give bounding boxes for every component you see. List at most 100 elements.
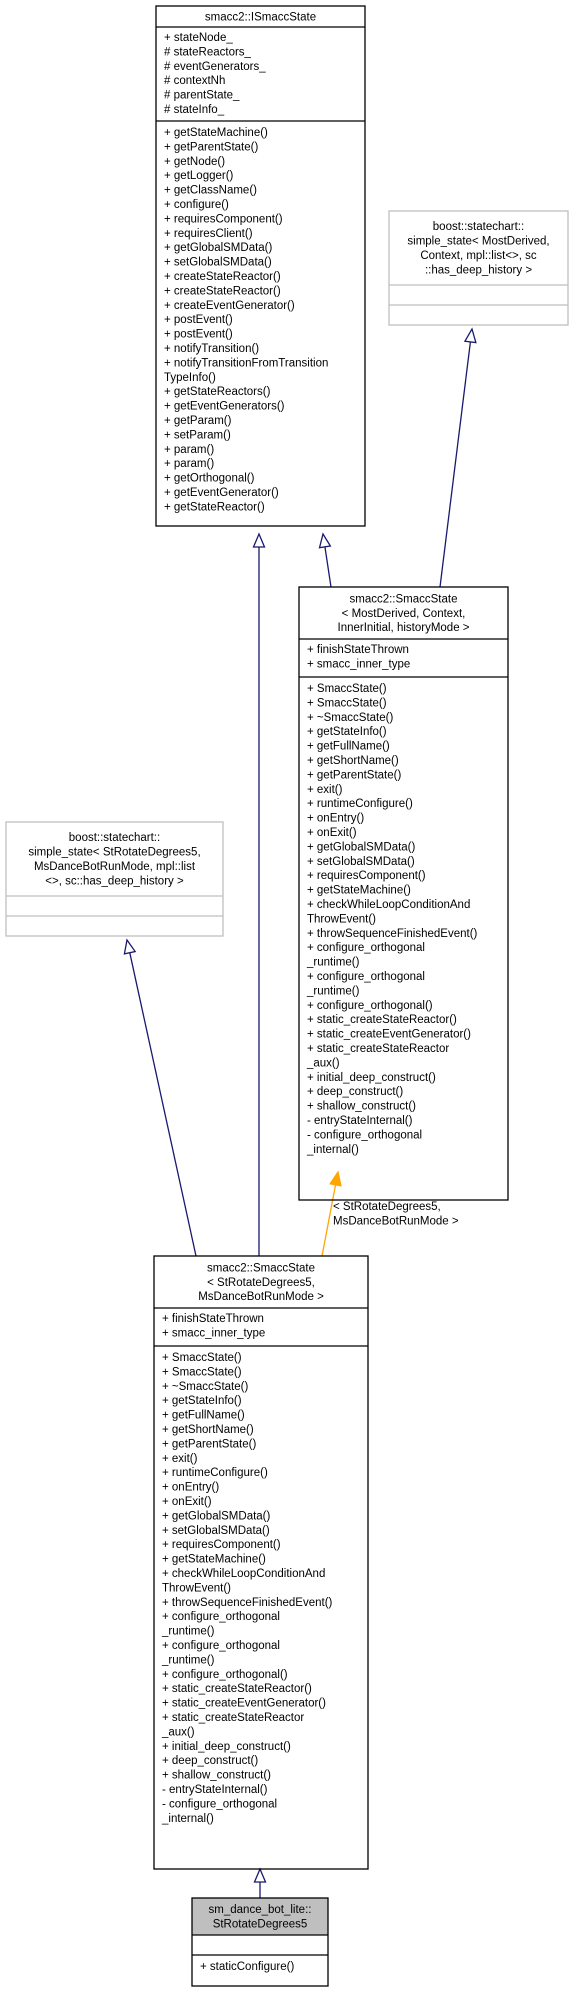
class-method: + getParam(): [164, 415, 232, 427]
class-title: smacc2::SmaccState: [207, 1262, 315, 1274]
class-method: + getNode(): [164, 156, 225, 168]
class-method: + getStateMachine(): [307, 885, 411, 897]
class-node-ismacc-state[interactable]: smacc2::ISmaccState+ stateNode_# stateRe…: [155, 5, 366, 527]
class-method: + configure_orthogonal: [307, 971, 425, 983]
class-method: + param(): [164, 444, 214, 456]
class-method: + requiresComponent(): [162, 1539, 281, 1551]
edge-smacc-rotate-to-simple-state-rotate-line: [129, 952, 197, 1257]
class-title: InnerInitial, historyMode >: [338, 622, 470, 634]
class-title: StRotateDegrees5: [213, 1919, 308, 1931]
class-title: Context, mpl::list<>, sc: [420, 250, 537, 262]
edges-layer: [123, 327, 477, 1898]
class-method: + SmaccState(): [307, 683, 387, 695]
class-method: + exit(): [162, 1453, 198, 1465]
edge-smacc-template-to-simple-state: [439, 327, 477, 588]
class-attribute: + finishStateThrown: [162, 1313, 264, 1325]
class-method: + getParentState(): [307, 769, 401, 781]
class-method: + configure_orthogonal: [162, 1611, 280, 1623]
class-node-smacc-state-rotate[interactable]: smacc2::SmaccState< StRotateDegrees5,MsD…: [153, 1255, 369, 1870]
class-title: smacc2::SmaccState: [349, 593, 457, 605]
class-method: + configure_orthogonal(): [307, 1000, 433, 1012]
class-method: TypeInfo(): [164, 372, 216, 384]
class-method: _runtime(): [306, 957, 360, 969]
edge-smacc-template-to-ismacc-arrowhead: [318, 532, 332, 549]
class-attribute: + finishStateThrown: [307, 644, 409, 656]
class-method: _runtime(): [161, 1626, 215, 1638]
template-binding-label: < StRotateDegrees5,: [333, 1201, 441, 1213]
class-method: + runtimeConfigure(): [307, 798, 413, 810]
class-attribute: # stateReactors_: [164, 46, 252, 58]
class-title: < StRotateDegrees5,: [207, 1277, 315, 1289]
class-method: + getFullName(): [162, 1410, 245, 1422]
class-title: boost::statechart::: [69, 832, 160, 844]
class-method: + checkWhileLoopConditionAnd: [307, 899, 470, 911]
class-title-background: [389, 211, 568, 285]
class-node-smacc-state-template[interactable]: smacc2::SmaccState< MostDerived, Context…: [298, 586, 509, 1201]
class-method: + getStateReactor(): [164, 501, 265, 513]
class-method: + requiresComponent(): [164, 213, 283, 225]
class-method: + getStateInfo(): [162, 1395, 242, 1407]
class-method: + initial_deep_construct(): [307, 1072, 436, 1084]
class-method: + configure_orthogonal(): [162, 1669, 288, 1681]
class-title-background: [192, 1898, 328, 1935]
class-method: + SmaccState(): [162, 1366, 242, 1378]
class-method: + ~SmaccState(): [307, 712, 393, 724]
class-method: + staticConfigure(): [200, 1961, 294, 1973]
class-method: + static_createStateReactor: [162, 1712, 304, 1724]
class-title: MsDanceBotRunMode, mpl::list: [34, 861, 196, 873]
class-title-background: [6, 822, 223, 896]
class-title-background: [154, 1256, 368, 1308]
class-method: _internal(): [161, 1813, 214, 1825]
class-method: + shallow_construct(): [307, 1101, 416, 1113]
class-method: + getEventGenerator(): [164, 487, 279, 499]
class-method: + configure(): [164, 199, 229, 211]
class-method: + shallow_construct(): [162, 1770, 271, 1782]
edge-smacc-rotate-to-simple-state-rotate: [123, 938, 197, 1257]
edge-smacc-rotate-to-ismacc: [252, 532, 266, 1256]
class-method: + onEntry(): [162, 1482, 219, 1494]
class-method: + getGlobalSMData(): [162, 1510, 271, 1522]
class-method: + getGlobalSMData(): [307, 841, 416, 853]
class-node-st-rotate-degrees5[interactable]: sm_dance_bot_lite::StRotateDegrees5+ sta…: [191, 1897, 329, 1987]
class-node-simple-state-generic[interactable]: boost::statechart::simple_state< MostDer…: [388, 210, 569, 326]
class-method: + configure_orthogonal: [162, 1640, 280, 1652]
class-method: + static_createEventGenerator(): [307, 1029, 471, 1041]
class-method: + getParentState(): [164, 141, 258, 153]
class-attribute: # parentState_: [164, 90, 240, 102]
class-method: _aux(): [306, 1057, 340, 1069]
class-method: + getShortName(): [307, 755, 399, 767]
class-method: + getStateMachine(): [164, 127, 268, 139]
class-box-outline: [5, 821, 224, 937]
class-method: + setGlobalSMData(): [162, 1525, 270, 1537]
edge-strotate-to-smacc-rotate: [253, 1867, 267, 1898]
class-method: + createEventGenerator(): [164, 300, 295, 312]
edge-strotate-to-smacc-rotate-arrowhead: [253, 1867, 267, 1883]
class-method: + getStateMachine(): [162, 1554, 266, 1566]
class-node-simple-state-rotate[interactable]: boost::statechart::simple_state< StRotat…: [5, 821, 224, 937]
edge-smacc-rotate-to-simple-state-rotate-arrowhead: [123, 938, 137, 955]
class-method: _runtime(): [306, 985, 360, 997]
edge-smacc-template-to-simple-state-line: [439, 341, 472, 588]
class-method: + configure_orthogonal: [307, 942, 425, 954]
class-method: + createStateReactor(): [164, 271, 281, 283]
class-title: <>, sc::has_deep_history >: [45, 875, 184, 887]
edge-smacc-template-to-ismacc-line: [324, 546, 332, 588]
template-binding-label: MsDanceBotRunMode >: [333, 1215, 459, 1227]
class-method: + getEventGenerators(): [164, 401, 285, 413]
class-method: + initial_deep_construct(): [162, 1741, 291, 1753]
class-title: simple_state< StRotateDegrees5,: [28, 847, 200, 859]
class-title: < MostDerived, Context,: [342, 608, 466, 620]
class-box-outline: [153, 1255, 369, 1870]
edge-template-instance: [321, 1170, 342, 1257]
class-method: + getStateReactors(): [164, 386, 271, 398]
class-box-outline: [298, 586, 509, 1201]
class-method: + notifyTransitionFromTransition: [164, 357, 328, 369]
class-method: + notifyTransition(): [164, 343, 259, 355]
class-title: simple_state< MostDerived,: [407, 236, 549, 248]
class-attribute: + stateNode_: [164, 32, 233, 44]
edge-template-instance-arrowhead: [329, 1170, 342, 1187]
class-box-outline: [191, 1897, 329, 1987]
class-method: + param(): [164, 458, 214, 470]
class-method: + throwSequenceFinishedEvent(): [307, 928, 478, 940]
